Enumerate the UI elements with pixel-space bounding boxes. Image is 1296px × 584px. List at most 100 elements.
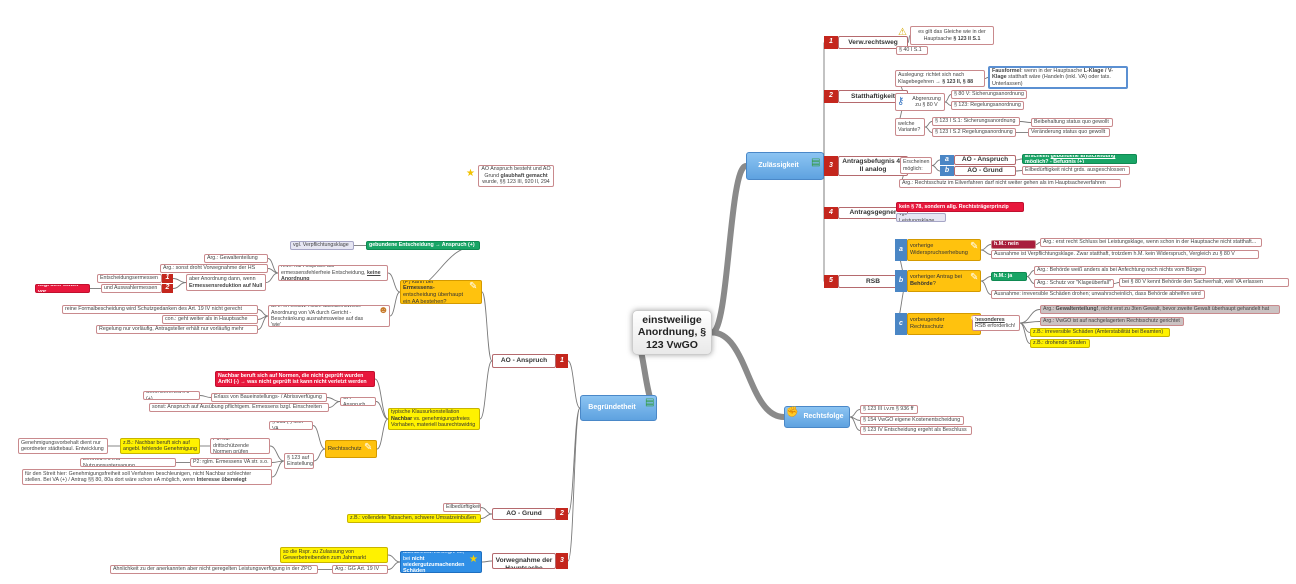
node[interactable]: für den Streit hier: Genehmigungsfreihei… [22, 469, 272, 485]
node[interactable]: besonderes RSB erforderlich! [972, 315, 1020, 331]
letter-badge[interactable]: b [940, 166, 954, 176]
node-ao-grund[interactable]: AO - Grund [492, 508, 556, 520]
node[interactable]: Nachbar beruft sich auf Normen, die nich… [215, 371, 375, 387]
node[interactable]: Eilbedürftigkeit [443, 503, 481, 512]
node[interactable]: h.M.: nur Anspruch auf ermessensfehlerfr… [278, 265, 388, 281]
node-hm-nein[interactable]: h.M.: nein [991, 240, 1036, 249]
number-badge[interactable]: 1 [162, 274, 173, 283]
node[interactable]: § 80a (-) kein VA [269, 421, 313, 430]
node-rechtsschutz[interactable]: Rechtsschutz [325, 440, 377, 458]
topic-rechtsfolge[interactable]: Rechtsfolge [784, 406, 850, 428]
node-ao-grund[interactable]: AO - Grund [954, 166, 1016, 176]
node-ao-anspruch[interactable]: AO - Anspruch [954, 155, 1016, 165]
number-badge[interactable]: 2 [824, 90, 838, 103]
node-statthaftigkeit[interactable]: Statthaftigkeit [838, 90, 908, 103]
node-antragsbefugnis[interactable]: Antragsbefugnis 42 II analog [838, 156, 908, 176]
central-topic[interactable]: einstweilige Anordnung, § 123 VwGO [632, 310, 712, 355]
node[interactable]: Genehmigungsvorbehalt dient nur geordnet… [18, 438, 108, 454]
node[interactable]: P1: nur drittschützende Normen prüfen [210, 438, 270, 454]
number-badge[interactable]: 2 [556, 508, 568, 520]
node[interactable]: Arg.: Behörde weiß anders als bei Anfech… [1034, 266, 1206, 275]
node[interactable]: typische Klausurkonstellation Nachbar vs… [388, 408, 480, 430]
node[interactable]: Arg.: erst recht Schluss bei Leistungskl… [1040, 238, 1262, 247]
node[interactable]: bei § 80 V kennt Behörde den Sachverhalt… [1119, 278, 1289, 287]
topic-begruendetheit[interactable]: Begründetheit [580, 395, 657, 421]
node[interactable]: und Auswahlermessen [101, 284, 162, 293]
node[interactable]: vorheriger Antrag bei Behörde? [907, 270, 981, 292]
node-hm-ja[interactable]: h.M.: ja [991, 272, 1027, 281]
node-keine-vorwegnahme[interactable]: keine Vorwegnahme der Hauptsache [492, 553, 556, 569]
letter-badge[interactable]: a [895, 239, 907, 261]
number-badge[interactable]: 1 [556, 354, 568, 368]
node-note[interactable]: es gilt das Gleiche wie in der Hauptsach… [910, 26, 994, 45]
node[interactable]: § 123 IV Entscheidung ergeht als Beschlu… [860, 426, 972, 435]
node-verw-rechtsweg[interactable]: Verw.rechtsweg [838, 36, 908, 49]
node-ao-anspruch[interactable]: AO - Anspruch [492, 354, 556, 368]
node[interactable]: z.B.: irreversible Schäden (Ämterstabili… [1030, 328, 1170, 337]
node[interactable]: Arg.: Gewaltenteilung [204, 254, 268, 263]
node[interactable]: § 154 VwGO eigene Kostenentscheidung [860, 416, 964, 425]
node[interactable]: gebundene Entscheidung → Anspruch (+) [366, 241, 480, 250]
node[interactable]: § 123 I S.2 Regelungsanordnung [932, 128, 1016, 137]
node[interactable]: Arg.: GG Art. 19 IV [332, 565, 388, 574]
node[interactable]: Ausnahme ist Verpflichtungsklage. Zwar s… [991, 250, 1259, 259]
node[interactable]: vorbeugender Rechtsschutz [907, 313, 981, 335]
node[interactable]: OA-Anspruch [340, 397, 376, 406]
node[interactable]: P2: rglm. Ermessens VA str. s.o. [190, 458, 272, 467]
letter-badge[interactable]: a [940, 155, 954, 165]
node[interactable]: Ähnlichkeit zu der anerkannten aber nich… [110, 565, 318, 574]
node[interactable]: Veränderung status quo gewollt [1028, 128, 1110, 137]
node[interactable]: liegt sehr selten vor [35, 284, 90, 293]
node[interactable]: ErmRed→0 iRd Nutzungsuntersagung [80, 458, 176, 467]
node[interactable]: con.: geht weiter als in Hauptsache [162, 315, 258, 324]
node[interactable]: Erscheint gebundene Entscheidung möglich… [1022, 154, 1137, 164]
node[interactable]: Erscheinen möglich: [900, 157, 932, 174]
node[interactable]: wenn Erm.Red→0 (+) [143, 391, 200, 400]
node[interactable]: Arg.: Schutz vor "Klageüberfall" [1034, 279, 1114, 288]
node[interactable]: Arg.: sonst droht Vorwegnahme der HS [160, 264, 268, 273]
node[interactable]: a.A.: im einstw. Rsch. ausnahmsweise Ano… [268, 305, 390, 327]
node[interactable]: z.B.: Nachbar beruft sich auf angebl. fe… [120, 438, 200, 454]
number-badge[interactable]: 4 [824, 207, 838, 219]
node[interactable]: Erlass von Baueinstellungs- / Abrissverf… [211, 393, 327, 402]
node-problem[interactable]: (P) kann bei Ermessens-entscheidung über… [400, 280, 482, 304]
number-badge[interactable]: 5 [824, 275, 838, 288]
node[interactable]: Abgrenzung zu § 80 V [895, 93, 945, 111]
node[interactable]: kein § 78, sondern allg. Rechtsträgerpri… [896, 202, 1024, 212]
node[interactable]: z.B.: drohende Strafen [1030, 339, 1090, 348]
number-badge[interactable]: 1 [824, 36, 838, 49]
node[interactable]: so die Rspr. zu Zulassung von Gewerbetre… [280, 547, 388, 563]
node[interactable]: ausnahmsw.Vorwegn. ok, bei nicht wiederg… [400, 551, 482, 573]
number-badge[interactable]: 3 [824, 156, 838, 176]
node[interactable]: Auslegung: richtet sich nach Klagebegehr… [895, 70, 985, 87]
node[interactable]: welche Variante? [895, 118, 925, 136]
letter-badge[interactable]: c [895, 313, 907, 335]
node[interactable]: Beibehaltung status quo gewollt [1031, 118, 1113, 127]
number-badge[interactable]: 2 [162, 284, 173, 293]
node[interactable]: reine Formalbescheidung wird Schutzgedan… [62, 305, 258, 314]
node[interactable]: vgl. Leistungsklage [896, 213, 946, 222]
node-fausformel[interactable]: Fausformel: wenn in der Hauptsache L-Kla… [988, 66, 1128, 89]
node[interactable]: sonst: Anspruch auf Ausübung pflichtgem.… [149, 403, 329, 412]
number-badge[interactable]: 3 [556, 553, 568, 569]
node[interactable]: § 40 I S.1 [896, 46, 928, 55]
node[interactable]: Eilbedürftigkeit nicht grds. ausgeschlos… [1022, 166, 1130, 175]
node[interactable]: Arg.: VwGO ist auf nachgelagerten Rechts… [1040, 317, 1184, 326]
topic-zulaessigkeit[interactable]: Zulässigkeit [746, 152, 824, 180]
node[interactable]: Arg.: Rechtsschutz im Eilverfahren darf … [899, 179, 1121, 188]
node[interactable]: § 123 auf Einstellung [284, 453, 314, 469]
letter-badge[interactable]: b [895, 270, 907, 292]
node[interactable]: vorherige Widerspruchserhebung [907, 239, 981, 261]
node[interactable]: Ausnahme: irreversible Schäden drohen; u… [991, 290, 1205, 299]
node[interactable]: aber Anordnung dann, wenn Ermessensreduk… [186, 274, 266, 291]
node[interactable]: § 80 V: Sicherungsanordnung [951, 90, 1027, 99]
node[interactable]: § 123 III i.v.m § 936 ff [860, 405, 918, 414]
node[interactable]: Entscheidungsermessen [97, 274, 162, 283]
node[interactable]: Arg.: Gewaltenteilung!, nicht erst zu 3t… [1040, 305, 1280, 314]
node-note[interactable]: Antrag ist begründet wenn AO Anspruch be… [478, 165, 554, 187]
node[interactable]: vgl. Verpflichtungsklage [290, 241, 354, 250]
node[interactable]: z.B.: vollendete Tatsachen, schwere Umsa… [347, 514, 481, 523]
node[interactable]: § 123 I S.1: Sicherungsanordnung [932, 117, 1020, 126]
node[interactable]: § 123: Regelungsanordnung [951, 101, 1024, 110]
node[interactable]: Regelung nur vorläufig, Antragsteller er… [96, 325, 258, 334]
